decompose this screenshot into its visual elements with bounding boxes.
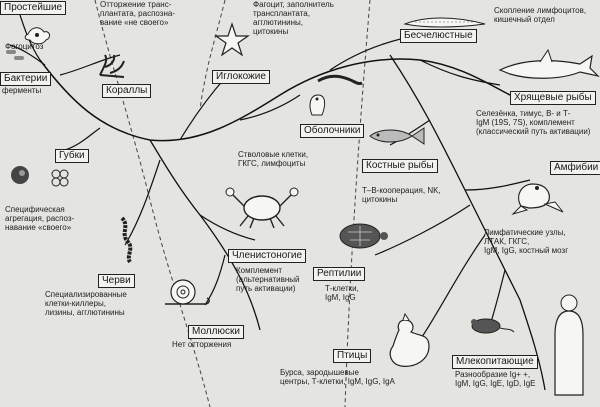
sponge-icon <box>11 166 29 184</box>
branch-echinoderms <box>179 77 226 141</box>
starfish-icon <box>214 22 250 57</box>
eel-icon <box>317 74 363 85</box>
branch-mammals <box>489 269 506 326</box>
taxon-mammals: Млекопитающие <box>452 355 538 369</box>
note-jawless: Скопление лимфоцитов, кишечный отдел <box>494 6 587 24</box>
taxon-echinoderms: Иглокожие <box>212 70 270 84</box>
branch-vertebrates <box>389 54 546 391</box>
crab-icon <box>225 187 299 229</box>
note-sponges: Специфическая агрегация, распоз- навание… <box>5 205 75 232</box>
note-birds: Бурса, зародышевые центры, Т-клетки, IgM… <box>280 368 395 386</box>
note-protozoa: Фагоцитоз <box>5 42 44 51</box>
note-arthropods: Комплемент (альтернативный путь активаци… <box>236 266 300 293</box>
taxon-birds: Птицы <box>333 349 372 363</box>
branch-arthropods <box>199 214 256 241</box>
branch-amphibians <box>464 179 531 191</box>
mouse-icon <box>471 318 515 334</box>
note-tunicates: Стволовые клетки, ГКГС, лимфоциты <box>238 150 309 168</box>
snail-icon <box>165 279 210 305</box>
coral-icon <box>99 54 125 78</box>
lamprey-icon <box>403 17 486 28</box>
branch-protostomes <box>149 139 261 331</box>
branch-molluscs <box>204 254 226 306</box>
fish-icon <box>369 127 425 145</box>
branch-sponges <box>64 127 101 151</box>
branch-cartilaginous <box>419 59 501 86</box>
taxon-bacteria: Бактерии <box>0 72 52 86</box>
chicken-icon <box>389 312 430 367</box>
note-bony-fish: Т–В-кооперация, NK, цитокины <box>362 186 441 204</box>
bacteria-cluster-icon <box>6 50 24 60</box>
branch-bacteria <box>9 44 46 66</box>
taxon-amphibians: Амфибии <box>550 161 600 175</box>
zone-divider-3 <box>344 0 371 407</box>
taxon-reptiles: Рептилии <box>313 267 366 281</box>
shark-icon <box>498 48 600 79</box>
branch-worms <box>124 159 161 246</box>
taxon-corals: Кораллы <box>102 84 152 98</box>
taxon-protozoa: Простейшие <box>0 1 67 15</box>
branch-reptiles <box>374 204 471 256</box>
note-amphibians: Лимфатические узлы, ЛТАК, ГКГС, IgM, IgG… <box>484 228 569 255</box>
branch-tunicates <box>239 94 301 121</box>
frog-icon <box>511 183 564 216</box>
note-reptiles: Т-клетки, IgM, IgG <box>325 284 359 302</box>
note-cartilaginous: Селезёнка, тимус, В- и Т- IgM (19S, 7S),… <box>476 109 591 136</box>
branch-birds <box>419 234 486 341</box>
note-bacteria: ферменты <box>2 86 42 95</box>
taxon-sponges: Губки <box>55 149 89 163</box>
taxon-arthropods: Членистоногие <box>228 249 307 263</box>
taxon-jawless: Бесчелюстные <box>400 29 477 43</box>
zone-divider-1 <box>94 0 211 407</box>
human-icon <box>554 294 584 396</box>
note-worms: Специализированные клетки-киллеры, лизин… <box>45 290 127 317</box>
note-echinoderms: Фагоцит, заполнитель трансплантата, аггл… <box>253 0 334 36</box>
sea-squirt-icon <box>309 94 326 116</box>
tree-trunk <box>39 58 511 142</box>
sponge-cells-icon <box>51 169 69 187</box>
taxon-bony-fish: Костные рыбы <box>362 159 438 173</box>
taxon-worms: Черви <box>98 274 135 288</box>
taxon-molluscs: Моллюски <box>188 325 244 339</box>
zone-divider-2 <box>199 0 226 111</box>
taxon-cartilaginous: Хрящевые рыбы <box>510 91 596 105</box>
taxon-tunicates: Оболочники <box>300 124 365 138</box>
note-corals: Отторжение транс- плантата, распозна- ва… <box>100 0 175 27</box>
worm-icon <box>120 216 133 264</box>
turtle-icon <box>339 223 388 249</box>
amoeba-icon <box>24 27 51 45</box>
note-mammals: Разнообразие Ig+ +, IgM, IgG, IgE, IgD, … <box>455 370 536 388</box>
note-molluscs: Нет отторжения <box>172 340 232 349</box>
